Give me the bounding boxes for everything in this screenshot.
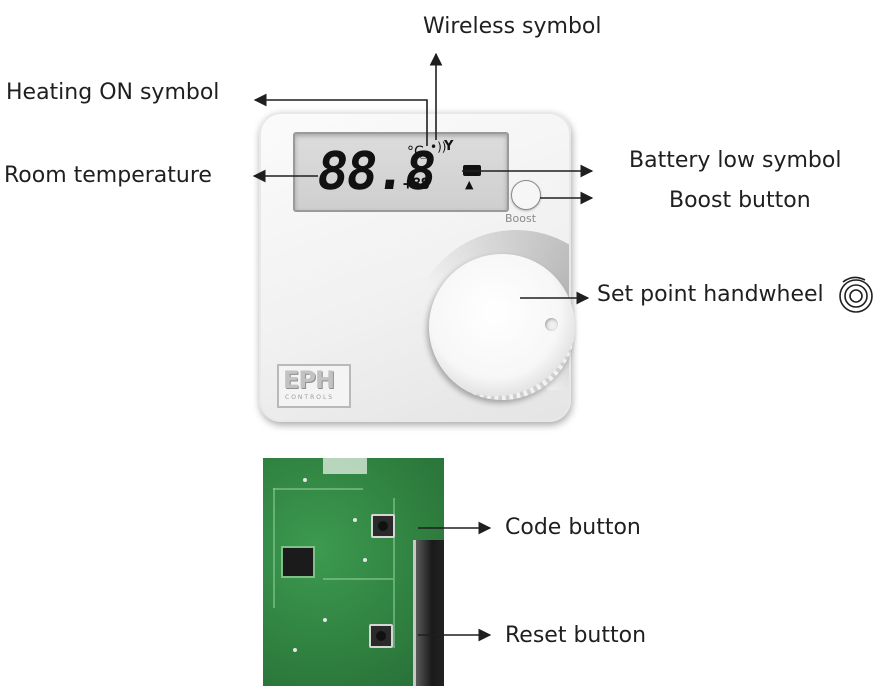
pcb-pad	[323, 618, 327, 622]
flame-icon: 🔥︎	[419, 148, 428, 162]
pcb-trace	[273, 488, 275, 608]
microcontroller-chip	[281, 546, 315, 578]
pcb-trace	[323, 578, 393, 580]
lcd-setpoint-offset: +88	[403, 174, 430, 193]
boost-button-label: Boost button	[669, 188, 811, 213]
lcd-display: 88.8 °C 🔥︎ •)) Y +88 ▲	[293, 132, 509, 212]
reset-button[interactable]	[369, 624, 393, 648]
set-point-handwheel-label: Set point handwheel	[597, 282, 824, 307]
logo-text: EPH	[283, 366, 335, 394]
antenna-icon: Y	[444, 139, 454, 154]
boost-button-caption: Boost	[505, 212, 537, 225]
pcb-pad	[293, 648, 297, 652]
wireless-icon: •))	[430, 140, 447, 154]
thermostat-device: 88.8 °C 🔥︎ •)) Y +88 ▲ Boost °C EPH CONT…	[259, 112, 575, 422]
lock-icon: ▲	[465, 178, 474, 191]
set-point-handwheel[interactable]	[429, 254, 575, 400]
eph-logo: EPH CONTROLS	[277, 364, 351, 408]
pcb-pad	[363, 558, 367, 562]
dial-marker	[545, 318, 558, 331]
logo-subtext: CONTROLS	[285, 394, 335, 401]
reset-button-label: Reset button	[505, 623, 647, 648]
battery-low-symbol-label: Battery low symbol	[629, 148, 842, 173]
room-temperature-label: Room temperature	[4, 163, 212, 188]
circuit-board	[263, 458, 444, 686]
code-button[interactable]	[371, 514, 395, 538]
wireless-symbol-label: Wireless symbol	[423, 14, 602, 39]
pcb-trace	[273, 488, 363, 490]
coin-battery-holder	[413, 540, 444, 686]
pcb-pad	[353, 518, 357, 522]
pcb-pad	[303, 478, 307, 482]
heating-on-symbol-label: Heating ON symbol	[6, 80, 220, 105]
heating-on-arrow	[253, 93, 428, 146]
pcb-sticker	[323, 458, 367, 474]
boost-button[interactable]	[511, 180, 541, 210]
rotate-icon	[839, 276, 873, 313]
lcd-degree-unit: °C	[407, 144, 424, 160]
code-button-label: Code button	[505, 515, 641, 540]
pcb-trace	[393, 498, 395, 648]
